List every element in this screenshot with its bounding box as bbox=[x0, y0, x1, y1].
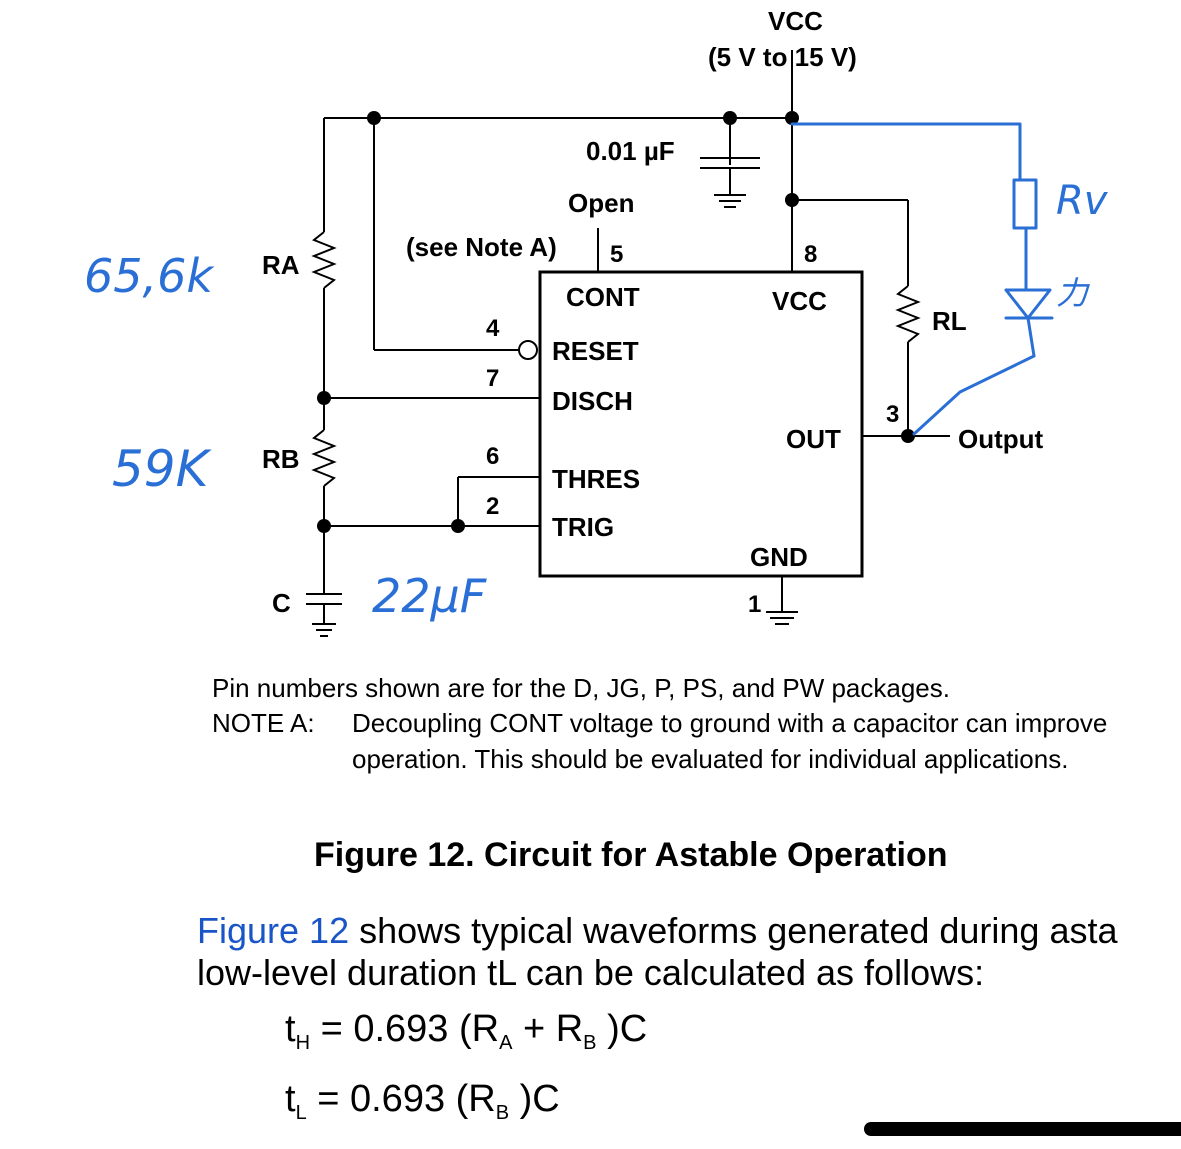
rl-resistor bbox=[895, 285, 921, 343]
reset-bubble bbox=[518, 340, 538, 360]
pin-number-vcc: 8 bbox=[804, 241, 817, 268]
ic-label-cont: CONT bbox=[566, 282, 640, 312]
ic-label-gnd: GND bbox=[750, 542, 808, 572]
ic-label-reset: RESET bbox=[552, 336, 639, 366]
figure-link[interactable]: Figure 12 bbox=[197, 910, 350, 951]
vcc-range-label: (5 V to 15 V) bbox=[708, 42, 857, 72]
vcc-label: VCC bbox=[768, 6, 823, 36]
figure-caption: Figure 12. Circuit for Astable Operation bbox=[314, 836, 948, 874]
rb-resistor bbox=[311, 429, 337, 487]
led-sketch bbox=[1004, 288, 1052, 320]
open-label: Open bbox=[568, 188, 634, 218]
cap-value-label: 0.01 µF bbox=[586, 136, 675, 166]
led-scribble-note: 力 bbox=[1056, 274, 1091, 312]
pin-number-gnd: 1 bbox=[748, 591, 761, 618]
pin-number-trig: 2 bbox=[486, 493, 499, 520]
ra-label: RA bbox=[262, 250, 300, 280]
body-line-1: Figure 12 shows typical waveforms genera… bbox=[197, 910, 1118, 952]
c-label: C bbox=[272, 588, 291, 618]
handwritten-additions bbox=[790, 122, 1054, 436]
rv-resistor-sketch bbox=[1012, 178, 1038, 230]
ic-label-trig: TRIG bbox=[552, 512, 614, 542]
ic-label-disch: DISCH bbox=[552, 386, 633, 416]
ic-label-thres: THRES bbox=[552, 464, 640, 494]
scroll-indicator-bar[interactable] bbox=[864, 1122, 1181, 1136]
body-paragraph: Figure 12 shows typical waveforms genera… bbox=[197, 910, 1118, 994]
timer-ic-body bbox=[538, 270, 864, 578]
body-line-1-text: shows typical waveforms generated during… bbox=[349, 910, 1118, 951]
ic-label-out: OUT bbox=[786, 424, 841, 454]
pin-number-out: 3 bbox=[886, 401, 899, 428]
rb-label: RB bbox=[262, 444, 300, 474]
c-value-note: 22µF bbox=[372, 569, 487, 623]
rl-label: RL bbox=[932, 306, 967, 336]
output-label: Output bbox=[958, 424, 1044, 454]
note-ref-label: (see Note A) bbox=[406, 232, 557, 262]
note-a-text: Decoupling CONT voltage to ground with a… bbox=[352, 708, 1108, 774]
rv-label-note: Rv bbox=[1056, 178, 1109, 224]
pin-number-disch: 7 bbox=[486, 365, 499, 392]
equation-th: tH = 0.693 (RA + RB )C bbox=[285, 1008, 648, 1054]
pin-number-cont: 5 bbox=[610, 241, 623, 268]
ic-label-vcc: VCC bbox=[772, 286, 827, 316]
pin-number-thres: 6 bbox=[486, 443, 499, 470]
equation-tl: tL = 0.693 (RB )C bbox=[285, 1078, 560, 1124]
ra-value-note: 65,6k bbox=[84, 249, 215, 303]
pin-number-reset: 4 bbox=[486, 315, 500, 342]
pin-note: Pin numbers shown are for the D, JG, P, … bbox=[212, 673, 950, 703]
ra-resistor bbox=[311, 231, 337, 289]
wires bbox=[306, 50, 950, 637]
body-line-2: low-level duration tL can be calculated … bbox=[197, 952, 985, 993]
junction-dots bbox=[317, 111, 915, 533]
rb-value-note: 59K bbox=[112, 440, 213, 498]
note-a-label: NOTE A: bbox=[212, 708, 315, 738]
